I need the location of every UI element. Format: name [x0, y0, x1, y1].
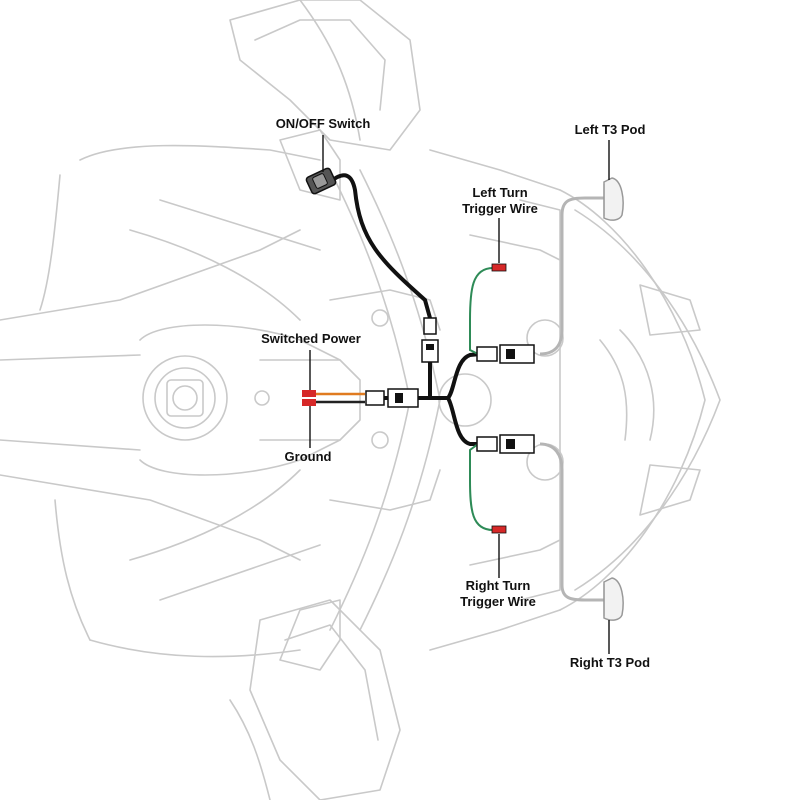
on-off-switch [305, 167, 337, 195]
ground-ring-terminal [302, 399, 316, 406]
right-branch-connector-b [499, 434, 535, 454]
right-trigger-tap [491, 525, 507, 534]
right-trigger-wire [469, 443, 494, 531]
switched-power-label: Switched Power [261, 331, 361, 346]
left-t3-pod-label: Left T3 Pod [574, 122, 646, 137]
left-branch-connector-a [476, 346, 498, 362]
right-t3-pod-label: Right T3 Pod [569, 655, 651, 670]
left-turn-trigger-wire-label: Left Turn Trigger Wire [462, 185, 538, 216]
on-off-switch-label: ON/OFF Switch [275, 116, 371, 131]
lower-branch [446, 396, 480, 446]
left-trigger-tap [491, 263, 507, 272]
right-t3-pod [603, 577, 624, 621]
power-ring-terminal [302, 390, 316, 397]
left-t3-pod [603, 177, 624, 221]
trunk-connector-upper [423, 317, 437, 335]
leader-lines [309, 135, 610, 654]
left-pod-wire [539, 196, 604, 356]
left-trigger-wire [469, 267, 494, 355]
motorcycle-outline [0, 0, 721, 800]
left-branch-connector-b [499, 344, 535, 364]
right-pod-wire [539, 442, 604, 602]
wiring-harness [302, 173, 604, 602]
right-turn-trigger-wire-label: Right Turn Trigger Wire [460, 578, 536, 609]
ground-label: Ground [284, 449, 332, 464]
switch-cable [328, 173, 432, 320]
power-connector-a [365, 390, 385, 406]
trunk-connector-lower [421, 339, 439, 363]
upper-branch [446, 352, 481, 400]
connectors [305, 167, 535, 454]
right-branch-connector-a [476, 436, 498, 452]
